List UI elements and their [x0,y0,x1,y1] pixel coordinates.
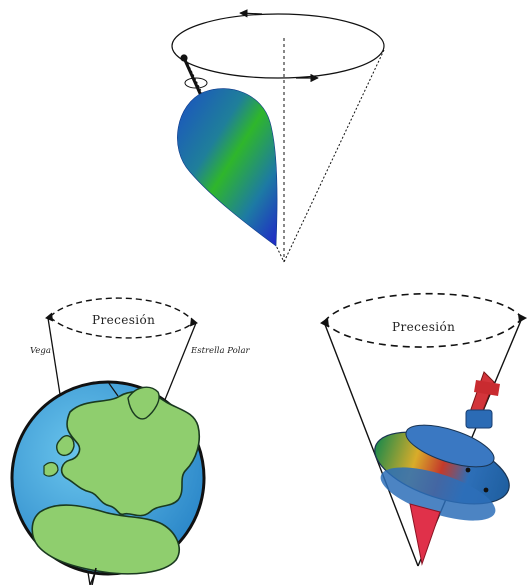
continent-iceland [43,461,59,477]
spin-axis [182,57,205,101]
continent-scandinavia [127,386,160,420]
spin-loop-icon [184,77,208,89]
top-precession-schematic [171,9,385,263]
toy-ellipse-top [323,292,523,323]
toy-cone-line-left [323,321,419,567]
continent-africa [31,504,180,575]
toy-ellipse-arrow-left [320,317,330,328]
precession-label-earth: Precesión [92,313,155,327]
vega-label: Vega [30,346,51,356]
toy-top [374,371,510,566]
earth-axis-top [107,381,119,397]
earth-axis-bottom [91,567,97,585]
ellipse-arrow-left [45,312,54,322]
precession-circle [171,13,385,79]
cone-line-right [283,49,385,263]
spinning-top-body [177,88,278,247]
earth-precession-diagram: Precesión Vega Estrella Polar [10,297,251,585]
circle-arrow-top [239,9,263,18]
ellipse-arrow-right [189,317,198,327]
continent-europe [60,390,201,517]
precession-ellipse-bottom [49,316,195,339]
continent-uk [55,435,75,457]
polaris-label: Estrella Polar [190,346,251,356]
axis-tip-dot [180,54,188,62]
earth-globe [10,380,206,576]
precession-ellipse-top [49,297,195,323]
toy-top-precession-diagram: Precesión [320,292,528,567]
precession-label-toy: Precesión [392,320,455,334]
